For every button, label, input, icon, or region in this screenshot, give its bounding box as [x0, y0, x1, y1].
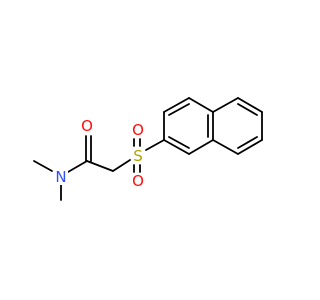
naphthalene-ring-left: [163, 97, 214, 155]
n-methyl-bonds: [33, 160, 88, 201]
carbonyl-bonds: [85, 135, 92, 162]
bond-s-naphthyl: [145, 139, 165, 151]
naphthalene-ring-right: [212, 97, 263, 155]
atom-o-carbonyl: O: [81, 117, 93, 135]
bond-r1-3: [188, 97, 214, 113]
bond-r1-6: [163, 139, 190, 155]
bond-r2-5: [212, 139, 239, 155]
atom-n-amide: N: [55, 168, 66, 186]
bond-r2-1: [212, 97, 239, 113]
bond-r2-4: [237, 139, 263, 155]
bond-r1-6-inner: [168, 136, 190, 149]
atom-labels: O N S O O: [54, 117, 145, 190]
atom-o-sulfonyl-bottom: O: [132, 172, 144, 190]
bond-r2-2-inner: [237, 103, 258, 116]
bond-r1-5: [188, 139, 214, 155]
atom-o-sulfonyl-top: O: [132, 121, 144, 139]
bond-ch2-s: [112, 159, 131, 172]
bond-r1-2-inner: [168, 103, 190, 116]
bond-r2-2: [237, 97, 263, 113]
bond-r1-2: [163, 97, 190, 113]
sulfonyl-bonds: [133, 138, 141, 173]
atom-s-sulfonyl: S: [133, 147, 143, 165]
bond-carbonylC-ch2: [86, 160, 114, 172]
bond-n-carbonylC: [67, 160, 88, 173]
structure-diagram: O N S O O: [33, 97, 263, 201]
molecule-canvas: O N S O O: [33, 97, 263, 201]
bond-r2-4-inner: [237, 136, 258, 149]
bond-methyl1-n: [33, 160, 53, 172]
